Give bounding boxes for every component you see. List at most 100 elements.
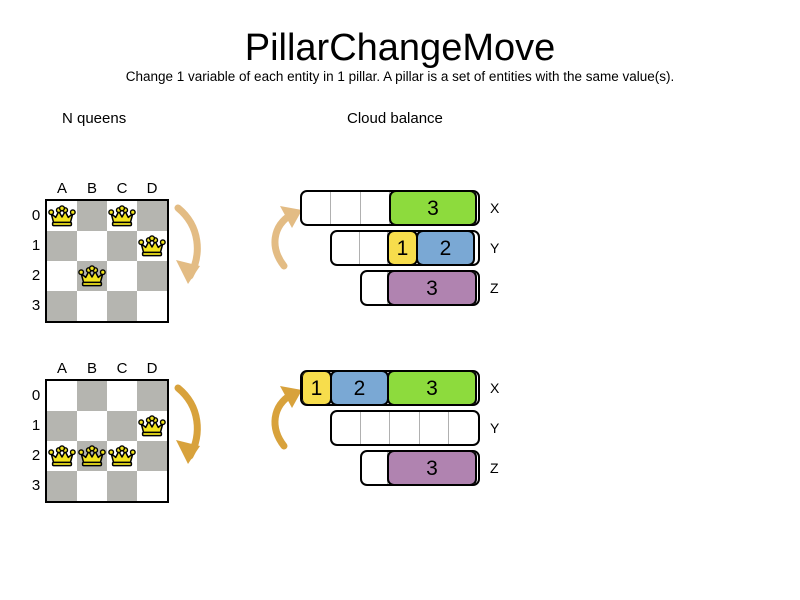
cloud-bar-empty-slot: [390, 412, 420, 444]
cloud-process-2[interactable]: 2: [330, 372, 389, 404]
cloud-bar-after-Y[interactable]: [330, 410, 480, 446]
cloud-bar-empty-slot: [362, 452, 388, 484]
cloud-up-arrow-light-icon: [271, 206, 302, 270]
cloud-bar-empty-slot: [361, 412, 391, 444]
chess-col-label-C: C: [116, 360, 128, 377]
cloud-bar-empty-slot: [332, 412, 362, 444]
chess-cell-D3[interactable]: [137, 291, 167, 321]
cloud-bar-empty-slot: [360, 232, 388, 264]
chess-cell-D0[interactable]: [137, 201, 167, 231]
chess-cell-D0[interactable]: [137, 381, 167, 411]
chess-cell-C0[interactable]: [107, 381, 137, 411]
cloud-bar-empty-slot: [331, 192, 361, 224]
chess-cell-C0[interactable]: [107, 201, 137, 231]
chess-cell-A0[interactable]: [47, 201, 77, 231]
chess-cell-A3[interactable]: [47, 471, 77, 501]
cloud-up-arrow-dark-icon: [271, 386, 302, 450]
queen-icon-B2[interactable]: [78, 264, 106, 288]
page-title: PillarChangeMove: [244, 27, 556, 69]
chessboard-grid-before[interactable]: [45, 199, 169, 323]
cloud-process-2[interactable]: 2: [416, 232, 475, 264]
chess-row-label-0: 0: [31, 387, 41, 404]
chess-cell-D3[interactable]: [137, 471, 167, 501]
chess-row-label-3: 3: [31, 297, 41, 314]
chess-cell-A1[interactable]: [47, 231, 77, 261]
chess-cell-A1[interactable]: [47, 411, 77, 441]
chess-cell-D2[interactable]: [137, 441, 167, 471]
section-heading-cloud: Cloud balance: [347, 110, 443, 127]
chess-cell-D1[interactable]: [137, 411, 167, 441]
chess-cell-D1[interactable]: [137, 231, 167, 261]
chess-cell-B2[interactable]: [77, 261, 107, 291]
chess-cell-B3[interactable]: [77, 291, 107, 321]
chessboard-grid-after[interactable]: [45, 379, 169, 503]
cloud-bar-after-Z[interactable]: 3: [360, 450, 480, 486]
chess-cell-C1[interactable]: [107, 231, 137, 261]
cloud-computer-label-Z: Z: [490, 460, 499, 476]
chess-cell-C3[interactable]: [107, 471, 137, 501]
cloud-bar-empty-slot: [420, 412, 449, 444]
cloud-computer-label-Y: Y: [490, 420, 500, 436]
cloud-bar-empty-slot: [449, 412, 478, 444]
cloud-process-1[interactable]: 1: [302, 372, 332, 404]
chess-row-label-3: 3: [31, 477, 41, 494]
cloud-process-1[interactable]: 1: [387, 232, 418, 264]
chess-cell-B1[interactable]: [77, 411, 107, 441]
chess-cell-B0[interactable]: [77, 201, 107, 231]
cloud-bar-empty-slot: [302, 192, 332, 224]
section-heading-nqueens: N queens: [62, 110, 127, 127]
queen-icon-B2[interactable]: [78, 444, 106, 468]
queen-icon-C0[interactable]: [108, 204, 136, 228]
cloud-bar-empty-slot: [361, 192, 390, 224]
cloud-computer-label-Y: Y: [490, 240, 500, 256]
cloud-bar-before-X[interactable]: 3: [300, 190, 480, 226]
cloud-computer-label-X: X: [490, 380, 500, 396]
chess-col-label-B: B: [86, 180, 97, 197]
queen-icon-A0[interactable]: [48, 204, 76, 228]
chess-cell-C2[interactable]: [107, 441, 137, 471]
chess-cell-A2[interactable]: [47, 261, 77, 291]
chess-cell-B2[interactable]: [77, 441, 107, 471]
chess-row-label-2: 2: [31, 447, 41, 464]
chess-cell-C3[interactable]: [107, 291, 137, 321]
queen-icon-D1[interactable]: [138, 414, 166, 438]
chess-cell-C2[interactable]: [107, 261, 137, 291]
cloud-computer-label-Z: Z: [490, 280, 499, 296]
cloud-bar-before-Z[interactable]: 3: [360, 270, 480, 306]
chess-cell-C1[interactable]: [107, 411, 137, 441]
chess-cell-A2[interactable]: [47, 441, 77, 471]
cloud-process-3[interactable]: 3: [387, 372, 477, 404]
cloud-computer-label-X: X: [490, 200, 500, 216]
chess-col-label-C: C: [116, 180, 128, 197]
chess-cell-A3[interactable]: [47, 291, 77, 321]
cloud-bar-empty-slot: [362, 272, 388, 304]
chess-cell-A0[interactable]: [47, 381, 77, 411]
chess-col-label-B: B: [86, 360, 97, 377]
cloud-process-3[interactable]: 3: [387, 272, 477, 304]
page-subtitle: Change 1 variable of each entity in 1 pi…: [125, 69, 675, 84]
cloud-process-3[interactable]: 3: [387, 452, 477, 484]
chess-cell-D2[interactable]: [137, 261, 167, 291]
queen-icon-D1[interactable]: [138, 234, 166, 258]
chess-cell-B1[interactable]: [77, 231, 107, 261]
queen-icon-C2[interactable]: [108, 444, 136, 468]
board-down-arrow-light-icon: [174, 204, 201, 284]
chess-col-label-A: A: [56, 180, 67, 197]
cloud-process-3[interactable]: 3: [388, 192, 477, 224]
chess-row-label-0: 0: [31, 207, 41, 224]
queen-icon-A2[interactable]: [48, 444, 76, 468]
cloud-bar-empty-slot: [332, 232, 360, 264]
chess-cell-B0[interactable]: [77, 381, 107, 411]
chess-cell-B3[interactable]: [77, 471, 107, 501]
